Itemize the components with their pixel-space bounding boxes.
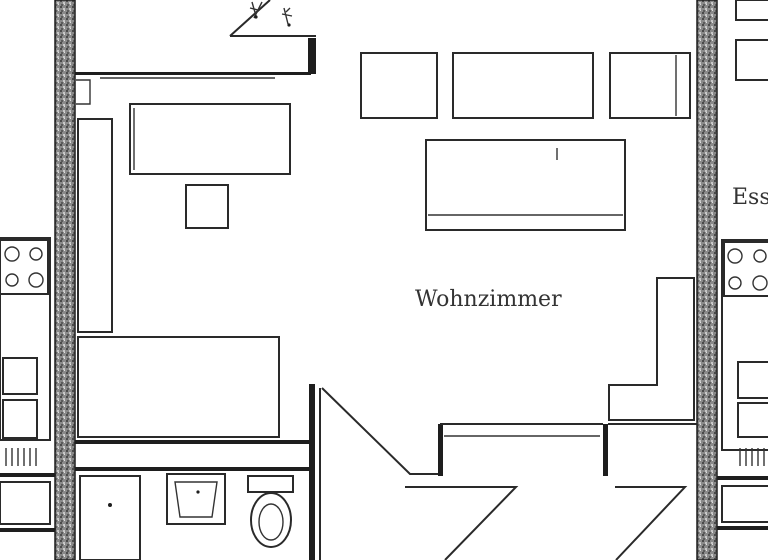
toilet-tank — [247, 475, 294, 493]
wall-cabinets — [360, 52, 691, 119]
stove-left — [0, 239, 49, 295]
left-wall — [54, 0, 76, 560]
bathroom — [75, 467, 311, 560]
shower — [79, 475, 141, 560]
right-wall — [696, 0, 718, 560]
room-label-dining: Ess — [732, 185, 768, 210]
radiator-left — [5, 448, 37, 466]
cabinet-3 — [609, 52, 691, 119]
door-swing-3 — [615, 486, 688, 560]
entrance-door — [309, 384, 697, 560]
radiator-right — [739, 448, 765, 466]
desk-chair — [185, 184, 229, 229]
door-swing-1 — [321, 387, 440, 475]
cabinet-1 — [360, 52, 438, 119]
upper-interior-wall — [75, 72, 311, 105]
wall-shelf — [77, 118, 113, 333]
right-kitchenette: Ess — [717, 0, 768, 530]
sofa — [425, 139, 626, 231]
walls — [54, 0, 718, 560]
plant-icon — [249, 1, 293, 27]
stove-right — [723, 241, 768, 297]
toilet-bowl — [250, 492, 292, 548]
desk — [129, 103, 291, 175]
left-kitchenette — [0, 237, 55, 532]
bed — [75, 336, 311, 444]
door-jamb — [309, 384, 315, 560]
corner-sofa — [608, 277, 695, 421]
door-swing-2 — [405, 486, 519, 560]
shower-drain — [108, 503, 112, 507]
top-plant-area — [229, 0, 316, 74]
cabinet-2 — [452, 52, 594, 119]
washbasin — [166, 473, 226, 525]
room-label-living: Wohnzimmer — [415, 287, 562, 312]
